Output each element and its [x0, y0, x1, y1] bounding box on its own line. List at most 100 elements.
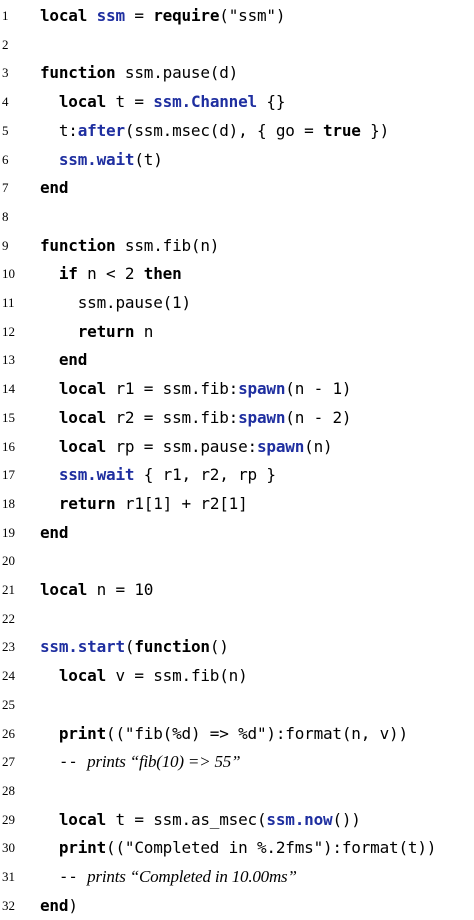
library-token: ssm: [96, 6, 126, 25]
code-token: n = 10: [87, 580, 154, 599]
comment-token: prints “Completed in 10.00ms”: [87, 867, 297, 886]
code-text: ssm.pause(1): [40, 289, 191, 317]
code-token: ()): [332, 809, 361, 829]
keyword-token: end: [58, 350, 88, 370]
library-token: ssm.Channel: [153, 92, 257, 112]
code-text: ssm.wait(t): [40, 146, 163, 174]
line-number: 21: [2, 582, 15, 597]
code-line: 31 -- prints “Completed in 10.00ms”: [0, 863, 474, 891]
code-line: 8: [0, 203, 474, 231]
code-line: 21 local n = 10: [0, 576, 474, 604]
line-number: 8: [2, 208, 9, 224]
keyword-token: return: [77, 321, 135, 341]
line-number: 10: [2, 266, 15, 282]
code-token: { r1, r2, rp }: [134, 465, 276, 485]
line-number: 3: [2, 65, 9, 81]
code-token: r2 = ssm.fib:: [106, 407, 239, 427]
code-token: ssm.pause(1): [40, 293, 191, 312]
keyword-token: local: [58, 666, 107, 686]
code-line: 28: [0, 777, 474, 805]
library-token: spawn: [256, 436, 305, 456]
code-text: local t = ssm.as_msec(ssm.now()): [40, 806, 361, 834]
code-line: 12 return n: [0, 318, 474, 346]
code-line: 2: [0, 31, 474, 59]
code-line: 3 function ssm.pause(d): [0, 59, 474, 87]
code-text: if n < 2 then: [40, 260, 182, 288]
code-token: (): [209, 637, 229, 657]
code-token: [40, 408, 59, 427]
code-line: 25: [0, 691, 474, 719]
line-number: 5: [2, 122, 9, 138]
code-text: ssm.wait { r1, r2, rp }: [40, 461, 276, 489]
keyword-token: local: [40, 580, 88, 599]
code-token: t =: [106, 92, 154, 112]
code-token: n < 2: [77, 264, 144, 284]
code-token: (: [124, 637, 135, 657]
line-number: 1: [2, 8, 9, 23]
keyword-token: end: [40, 178, 69, 198]
code-text: end: [40, 519, 69, 547]
code-token: ssm.fib(n): [115, 235, 220, 255]
code-line: 24 local v = ssm.fib(n): [0, 662, 474, 690]
code-token: [40, 92, 59, 111]
code-text: local r2 = ssm.fib:spawn(n - 2): [40, 404, 352, 432]
code-token: (t): [134, 149, 163, 169]
keyword-token: local: [58, 407, 107, 427]
line-number: 30: [2, 840, 15, 856]
code-line: 11 ssm.pause(1): [0, 289, 474, 317]
code-token: n: [134, 321, 154, 341]
line-number: 28: [2, 782, 15, 798]
code-token: [40, 666, 59, 685]
code-token: }): [360, 120, 390, 140]
line-number: 26: [2, 725, 15, 741]
code-token: v = ssm.fib(n): [106, 666, 248, 686]
code-token: (n - 1): [285, 379, 352, 399]
code-token: [40, 724, 59, 743]
code-token: [40, 465, 59, 484]
code-line: 27 -- prints “fib(10) => 55”: [0, 748, 474, 776]
library-token: spawn: [238, 407, 286, 427]
line-number: 17: [2, 467, 15, 483]
code-token: [40, 810, 59, 829]
keyword-token: true: [323, 120, 361, 140]
line-number: 12: [2, 323, 15, 339]
code-text: function ssm.pause(d): [40, 59, 238, 87]
code-line: 18 return r1[1] + r2[1]: [0, 490, 474, 518]
code-token: --: [40, 752, 88, 772]
keyword-token: end: [40, 522, 69, 542]
code-line: 6 ssm.wait(t): [0, 146, 474, 174]
line-number: 2: [2, 36, 9, 52]
line-number: 25: [2, 696, 15, 712]
code-text: -- prints “fib(10) => 55”: [40, 748, 241, 776]
code-line: 22: [0, 605, 474, 633]
code-text: return n: [40, 318, 154, 346]
code-text: return r1[1] + r2[1]: [40, 490, 248, 518]
code-line: 14 local r1 = ssm.fib:spawn(n - 1): [0, 375, 474, 403]
code-token: r1 = ssm.fib:: [106, 379, 239, 399]
code-token: ): [68, 895, 78, 915]
code-line: 5 t:after(ssm.msec(d), { go = true }): [0, 117, 474, 145]
code-token: r1[1] + r2[1]: [115, 493, 248, 513]
code-text: local v = ssm.fib(n): [40, 662, 248, 690]
code-line: 4 local t = ssm.Channel {}: [0, 88, 474, 116]
code-text: ssm.start(function(): [40, 633, 229, 661]
code-text: end: [40, 174, 69, 202]
library-token: ssm.now: [266, 809, 333, 829]
library-token: ssm.wait: [58, 465, 135, 485]
keyword-token: function: [40, 63, 116, 83]
keyword-token: local: [58, 379, 107, 399]
code-text: local rp = ssm.pause:spawn(n): [40, 433, 333, 461]
line-number: 24: [2, 668, 15, 684]
line-number: 22: [2, 610, 15, 626]
code-token: [40, 838, 59, 857]
code-token: t = ssm.as_msec(: [106, 809, 267, 829]
code-line: 20: [0, 547, 474, 575]
code-text: -- prints “Completed in 10.00ms”: [40, 863, 297, 891]
library-token: ssm.start: [40, 637, 125, 657]
line-number: 29: [2, 811, 15, 827]
code-token: {}: [256, 92, 286, 112]
code-token: (("fib(%d) => %d"):format(n, v)): [106, 723, 408, 743]
